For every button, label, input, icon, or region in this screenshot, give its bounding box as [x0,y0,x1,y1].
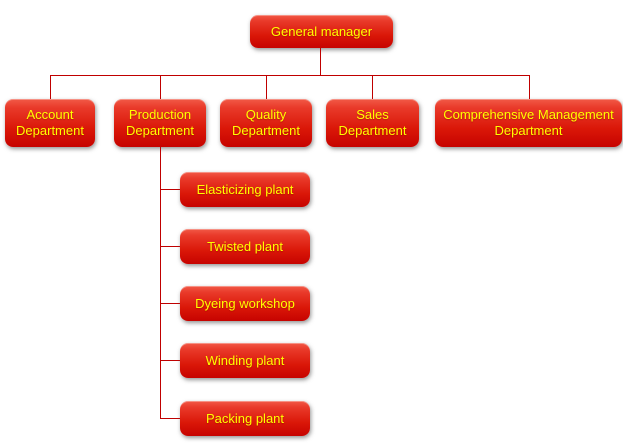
org-node-packing-plant: Packing plant [180,401,310,436]
connector-stub-dyeing [160,303,180,304]
org-node-label: General manager [270,23,373,39]
org-node-label: Quality Department [232,107,300,138]
connector-drop-production [160,75,161,99]
connector-level2-rail [50,75,530,76]
org-node-label: Account Department [16,107,84,138]
org-node-twisted-plant: Twisted plant [180,229,310,264]
org-node-label: Production Department [126,107,194,138]
connector-drop-account [50,75,51,99]
connector-drop-comprehensive [529,75,530,99]
org-node-label: Comprehensive Management Department [443,107,614,138]
connector-stub-elasticizing [160,189,180,190]
org-node-dyeing-workshop: Dyeing workshop [180,286,310,321]
org-node-label: Packing plant [205,410,285,426]
org-node-label: Dyeing workshop [195,295,295,311]
org-node-general-manager: General manager [250,15,393,48]
org-node-quality-department: Quality Department [220,99,312,147]
org-node-production-department: Production Department [114,99,206,147]
connector-root-drop [320,48,321,75]
connector-production-spine [160,147,161,419]
org-node-label: Twisted plant [207,238,283,254]
org-node-label: Sales Department [338,107,407,138]
connector-stub-twisted [160,246,180,247]
org-node-account-department: Account Department [5,99,95,147]
org-node-sales-department: Sales Department [326,99,419,147]
connector-drop-sales [372,75,373,99]
org-node-label: Winding plant [205,352,285,368]
connector-stub-winding [160,360,180,361]
org-node-winding-plant: Winding plant [180,343,310,378]
connector-drop-quality [266,75,267,99]
org-node-comprehensive-management-department: Comprehensive Management Department [435,99,622,147]
connector-stub-packing [160,418,180,419]
org-node-elasticizing-plant: Elasticizing plant [180,172,310,207]
org-node-label: Elasticizing plant [196,181,294,197]
